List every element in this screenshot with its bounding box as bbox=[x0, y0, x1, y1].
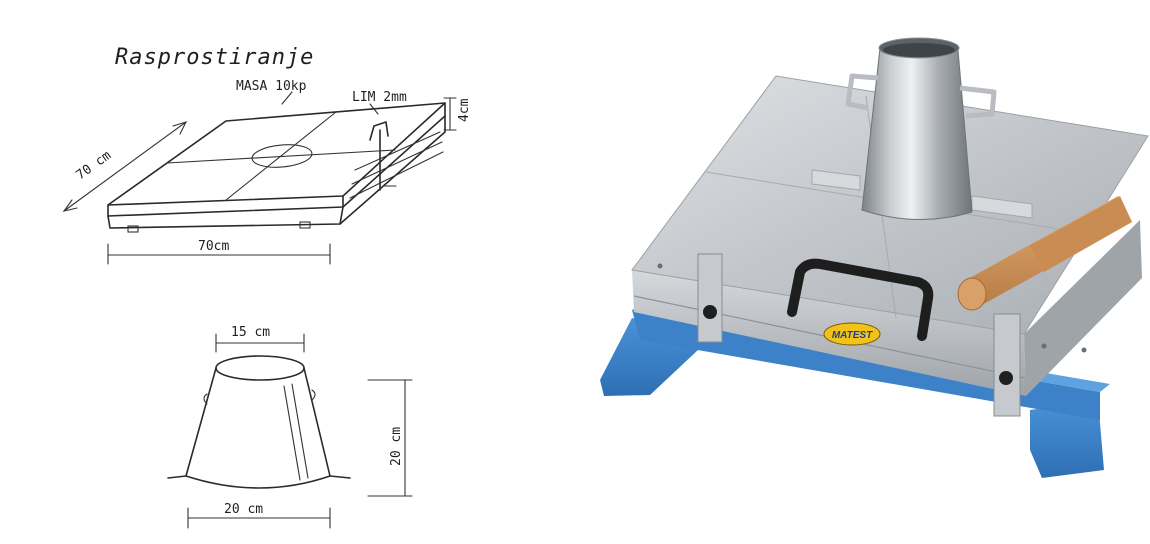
cone-top-rim bbox=[215, 355, 305, 381]
mass-leader-line bbox=[281, 91, 293, 105]
plate-centerline-b bbox=[225, 111, 337, 201]
base-frame-rail bbox=[632, 310, 1100, 420]
rivet bbox=[1081, 347, 1087, 353]
technical-sketch: Rasprostiranje MASA 10kp LIM 2mm bbox=[62, 45, 472, 529]
base-foot-right bbox=[1030, 400, 1104, 478]
cone-height-dim-label: 20 cm bbox=[389, 427, 404, 466]
plate-top-outline bbox=[107, 102, 446, 206]
cone-sketch bbox=[167, 355, 351, 489]
cone-top-dimension: 15 cm bbox=[215, 325, 305, 353]
cone-body bbox=[861, 42, 973, 221]
cone-seam-a bbox=[283, 385, 301, 481]
base-frame-side bbox=[339, 115, 446, 225]
base-frame-front bbox=[107, 206, 344, 229]
latch-left[interactable] bbox=[697, 253, 723, 343]
wooden-tamper[interactable] bbox=[957, 196, 1132, 311]
frame-slat-2 bbox=[351, 141, 443, 185]
height-dim-label: 4cm bbox=[457, 98, 472, 122]
rivet bbox=[657, 263, 663, 269]
plate-center-circle bbox=[251, 144, 313, 168]
latch-left-plate bbox=[697, 253, 723, 343]
cone-foot-left bbox=[167, 475, 187, 479]
frame-foot-right bbox=[299, 221, 311, 229]
cone-height-dimension: 20 cm bbox=[367, 379, 413, 497]
cone-guide-left bbox=[811, 169, 861, 191]
cone-seam-b bbox=[291, 383, 309, 479]
plate-front-edge bbox=[107, 195, 344, 217]
depth-dim-line bbox=[63, 121, 187, 212]
flow-table-photo: MATEST bbox=[600, 37, 1149, 478]
latch-left-knob bbox=[703, 305, 717, 319]
plate-side-face bbox=[1024, 220, 1142, 396]
cone-handle-left bbox=[203, 393, 208, 405]
width-dim-label: 70cm bbox=[198, 239, 229, 254]
sheet-label: LIM 2mm bbox=[352, 90, 407, 105]
plate-side-edge bbox=[342, 102, 446, 208]
brand-badge: MATEST bbox=[823, 322, 881, 346]
cone-foot-right bbox=[329, 475, 351, 479]
cone-handle-left bbox=[845, 73, 879, 111]
mass-label: MASA 10kp bbox=[236, 79, 307, 94]
cone-opening-inner bbox=[883, 43, 955, 57]
sketch-title: Rasprostiranje bbox=[115, 45, 314, 70]
brand-badge-text: MATEST bbox=[832, 330, 873, 341]
depth-dimension: 70 cm bbox=[62, 121, 188, 212]
height-dimension: 4cm bbox=[443, 97, 472, 131]
flow-table-plate-sketch bbox=[107, 102, 446, 233]
frame-slat-1 bbox=[354, 131, 441, 171]
width-dimension: 70cm bbox=[107, 239, 331, 265]
cone-top-dim-label: 15 cm bbox=[231, 325, 270, 340]
rivet bbox=[1041, 343, 1047, 349]
depth-dim-arrow-b bbox=[172, 121, 188, 135]
depth-dim-arrow-a bbox=[62, 199, 78, 212]
hinge-handle-sketch bbox=[369, 121, 389, 141]
tamper-grip bbox=[1030, 196, 1132, 272]
cone-guide-right bbox=[971, 195, 1033, 219]
cone-bottom-dimension: 20 cm bbox=[187, 502, 331, 529]
carry-handle[interactable] bbox=[787, 258, 934, 341]
depth-dim-label: 70 cm bbox=[74, 148, 115, 183]
latch-right-plate bbox=[993, 313, 1021, 417]
brand-badge-shape bbox=[823, 322, 881, 346]
latch-right-knob bbox=[999, 371, 1013, 385]
tamper-end bbox=[957, 277, 987, 311]
slump-cone bbox=[845, 37, 997, 221]
cone-bottom-dim-label: 20 cm bbox=[224, 502, 263, 517]
cone-handle-right bbox=[959, 85, 997, 119]
frame-foot-left bbox=[127, 225, 139, 233]
frame-slat-3 bbox=[349, 151, 444, 199]
cone-handle-right bbox=[311, 389, 316, 401]
latch-right[interactable] bbox=[993, 313, 1021, 417]
cone-body-outline bbox=[185, 367, 331, 489]
